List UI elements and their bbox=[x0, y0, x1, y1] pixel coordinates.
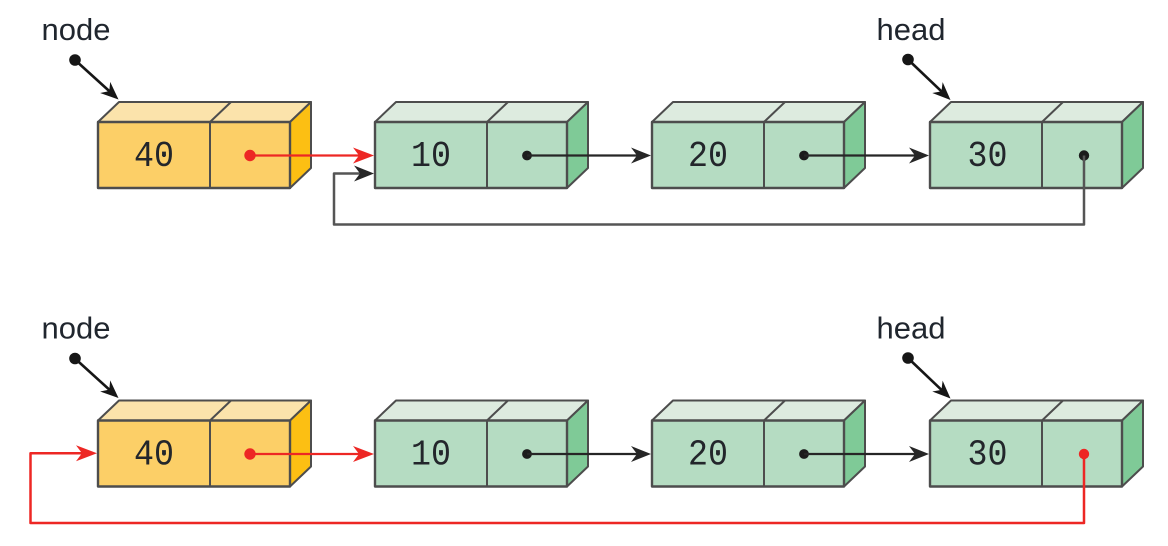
svg-text:30: 30 bbox=[968, 136, 1008, 177]
svg-text:node: node bbox=[42, 311, 111, 346]
svg-text:10: 10 bbox=[411, 136, 451, 177]
svg-text:20: 20 bbox=[688, 136, 728, 177]
svg-text:head: head bbox=[877, 12, 946, 47]
svg-text:40: 40 bbox=[134, 136, 174, 177]
svg-text:40: 40 bbox=[134, 435, 174, 476]
svg-text:node: node bbox=[42, 12, 111, 47]
svg-text:head: head bbox=[877, 311, 946, 346]
svg-text:30: 30 bbox=[968, 435, 1008, 476]
svg-text:10: 10 bbox=[411, 435, 451, 476]
svg-text:20: 20 bbox=[688, 435, 728, 476]
